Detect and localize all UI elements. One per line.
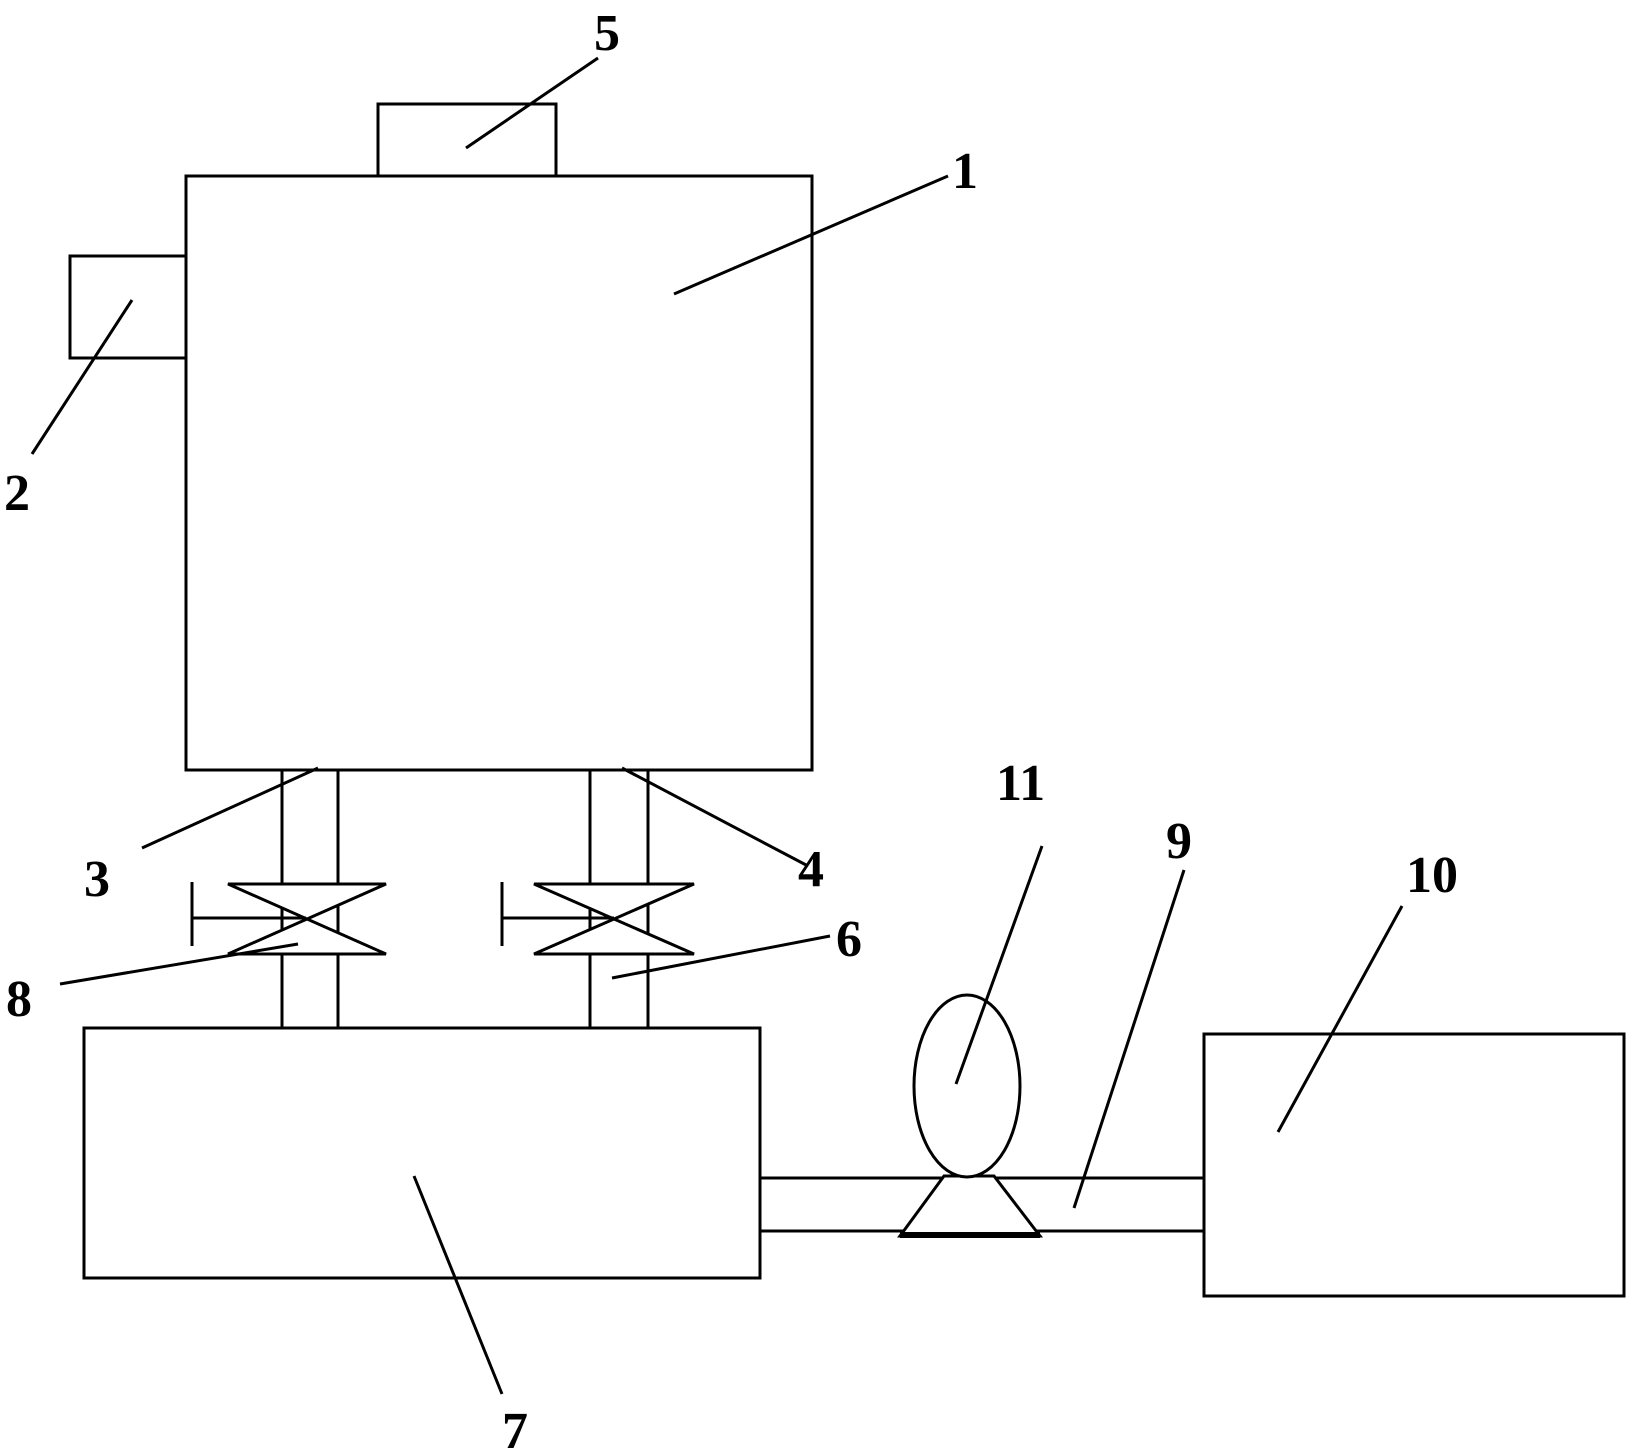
valve-left bbox=[190, 882, 387, 956]
pump bbox=[897, 993, 1044, 1238]
label-3: 3 bbox=[84, 851, 110, 908]
leader-10 bbox=[1276, 905, 1404, 1133]
leader-8 bbox=[59, 942, 299, 986]
label-10: 10 bbox=[1406, 847, 1458, 904]
right-unit bbox=[1202, 1032, 1626, 1298]
label-11: 11 bbox=[996, 755, 1045, 812]
leader-1 bbox=[673, 174, 949, 296]
label-2: 2 bbox=[4, 465, 30, 522]
leader-11 bbox=[954, 845, 1044, 1085]
leader-5 bbox=[465, 56, 599, 150]
main-tank bbox=[184, 174, 814, 772]
label-4: 4 bbox=[798, 841, 824, 898]
valve-right bbox=[500, 882, 695, 956]
leader-3 bbox=[141, 766, 319, 850]
side-unit bbox=[68, 254, 188, 360]
leader-9 bbox=[1072, 869, 1186, 1209]
lower-tank bbox=[82, 1026, 762, 1280]
top-unit bbox=[376, 102, 558, 178]
leader-4 bbox=[621, 766, 809, 868]
leader-2 bbox=[30, 299, 134, 455]
leader-6 bbox=[611, 934, 831, 980]
label-5: 5 bbox=[594, 5, 620, 62]
label-7: 7 bbox=[502, 1403, 528, 1456]
label-6: 6 bbox=[836, 911, 862, 968]
leader-7 bbox=[412, 1175, 504, 1395]
label-9: 9 bbox=[1166, 813, 1192, 870]
label-1: 1 bbox=[952, 143, 978, 200]
label-8: 8 bbox=[6, 971, 32, 1028]
